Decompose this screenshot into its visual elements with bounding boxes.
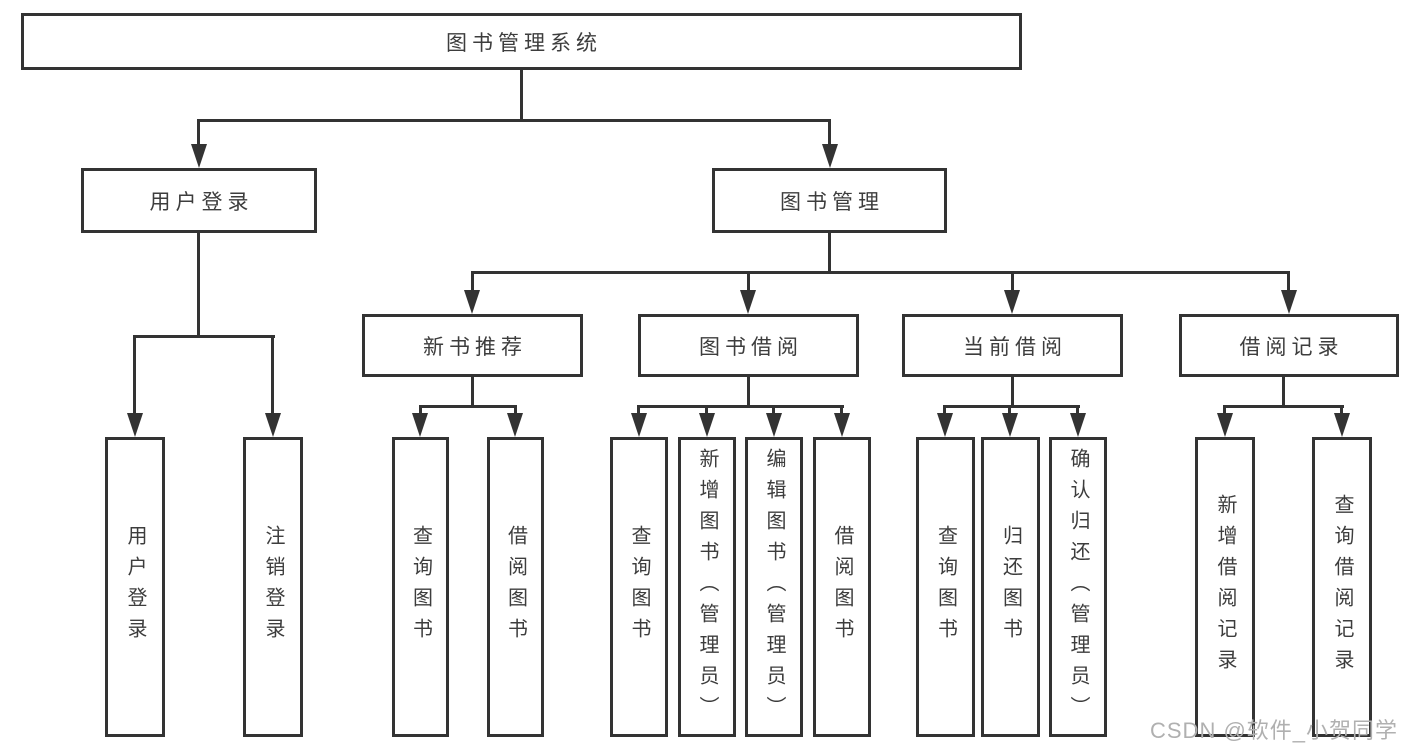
node-leaf-edit-book-admin: 编辑图书（管理员） (745, 437, 803, 737)
node-root-library-system: 图书管理系统 (21, 13, 1022, 70)
connector-line (1340, 405, 1343, 415)
node-user-login: 用户登录 (81, 168, 317, 233)
connector-line (471, 377, 474, 407)
node-leaf-query-borrow-record: 查询借阅记录 (1312, 437, 1372, 737)
node-label: 查询图书 (934, 525, 957, 649)
connector-line (705, 405, 708, 415)
connector-line (197, 233, 200, 337)
connector-line (1011, 377, 1014, 407)
connector-line (1011, 271, 1014, 292)
node-label: 确认归还（管理员） (1067, 447, 1089, 727)
connector-line (637, 405, 640, 415)
node-label: 用户登录 (149, 190, 254, 214)
node-leaf-return-book: 归还图书 (981, 437, 1040, 737)
connector-line (133, 335, 136, 415)
connector-line (1223, 405, 1226, 415)
node-new-book-recommend: 新书推荐 (362, 314, 583, 377)
node-label: 借阅图书 (504, 525, 527, 649)
connector-line (1008, 405, 1011, 415)
connector-line (637, 405, 844, 408)
arrow-down-icon (1004, 290, 1020, 314)
node-label: 归还图书 (999, 525, 1022, 649)
connector-line (747, 271, 750, 292)
node-leaf-confirm-return-admin: 确认归还（管理员） (1049, 437, 1107, 737)
arrow-down-icon (937, 413, 953, 437)
node-borrow-records: 借阅记录 (1179, 314, 1399, 377)
connector-line (520, 70, 523, 121)
arrow-down-icon (834, 413, 850, 437)
node-leaf-borrow-books-1: 借阅图书 (487, 437, 544, 737)
connector-line (471, 271, 474, 292)
node-book-borrow: 图书借阅 (638, 314, 859, 377)
node-label: 新增借阅记录 (1214, 494, 1236, 680)
node-leaf-borrow-books-2: 借阅图书 (813, 437, 871, 737)
arrow-down-icon (464, 290, 480, 314)
node-leaf-query-books-1: 查询图书 (392, 437, 449, 737)
arrow-down-icon (1002, 413, 1018, 437)
node-leaf-add-borrow-record: 新增借阅记录 (1195, 437, 1255, 737)
arrow-down-icon (191, 144, 207, 168)
node-leaf-query-books-2: 查询图书 (610, 437, 668, 737)
node-label: 新增图书（管理员） (696, 447, 718, 727)
arrow-down-icon (1217, 413, 1233, 437)
node-leaf-logout: 注销登录 (243, 437, 303, 737)
connector-line (419, 405, 517, 408)
connector-line (1287, 271, 1290, 292)
arrow-down-icon (265, 413, 281, 437)
connector-line (471, 271, 1289, 274)
node-label: 新书推荐 (423, 335, 527, 359)
node-label: 编辑图书（管理员） (763, 447, 785, 727)
arrow-down-icon (1281, 290, 1297, 314)
node-leaf-query-books-3: 查询图书 (916, 437, 975, 737)
arrow-down-icon (412, 413, 428, 437)
connector-line (271, 335, 274, 415)
arrow-down-icon (127, 413, 143, 437)
node-label: 注销登录 (262, 525, 284, 649)
connector-line (772, 405, 775, 415)
connector-line (419, 405, 422, 415)
connector-line (943, 405, 1080, 408)
connector-line (514, 405, 517, 415)
node-label: 图书管理 (780, 190, 884, 214)
connector-line (1076, 405, 1079, 415)
arrow-down-icon (740, 290, 756, 314)
csdn-watermark: CSDN @软件_小贺同学 (1150, 718, 1399, 743)
node-leaf-add-book-admin: 新增图书（管理员） (678, 437, 736, 737)
node-label: 图书管理系统 (446, 31, 602, 55)
connector-line (197, 119, 831, 122)
node-label: 查询图书 (409, 525, 432, 649)
arrow-down-icon (1334, 413, 1350, 437)
arrow-down-icon (507, 413, 523, 437)
arrow-down-icon (766, 413, 782, 437)
node-label: 当前借阅 (963, 335, 1067, 359)
node-label: 借阅记录 (1239, 335, 1344, 359)
connector-line (133, 335, 275, 338)
node-book-management: 图书管理 (712, 168, 947, 233)
node-current-borrow: 当前借阅 (902, 314, 1123, 377)
node-label: 图书借阅 (699, 335, 803, 359)
arrow-down-icon (631, 413, 647, 437)
connector-line (747, 377, 750, 407)
connector-line (197, 119, 200, 147)
node-label: 借阅图书 (831, 525, 853, 649)
node-leaf-user-login: 用户登录 (105, 437, 165, 737)
connector-line (1282, 377, 1285, 407)
arrow-down-icon (822, 144, 838, 168)
node-label: 查询借阅记录 (1331, 494, 1353, 680)
arrow-down-icon (1070, 413, 1086, 437)
node-label: 查询图书 (628, 525, 650, 649)
connector-line (1223, 405, 1344, 408)
node-label: 用户登录 (124, 525, 146, 649)
connector-line (828, 119, 831, 147)
arrow-down-icon (699, 413, 715, 437)
connector-line (828, 233, 831, 273)
connector-line (943, 405, 946, 415)
connector-line (840, 405, 843, 415)
